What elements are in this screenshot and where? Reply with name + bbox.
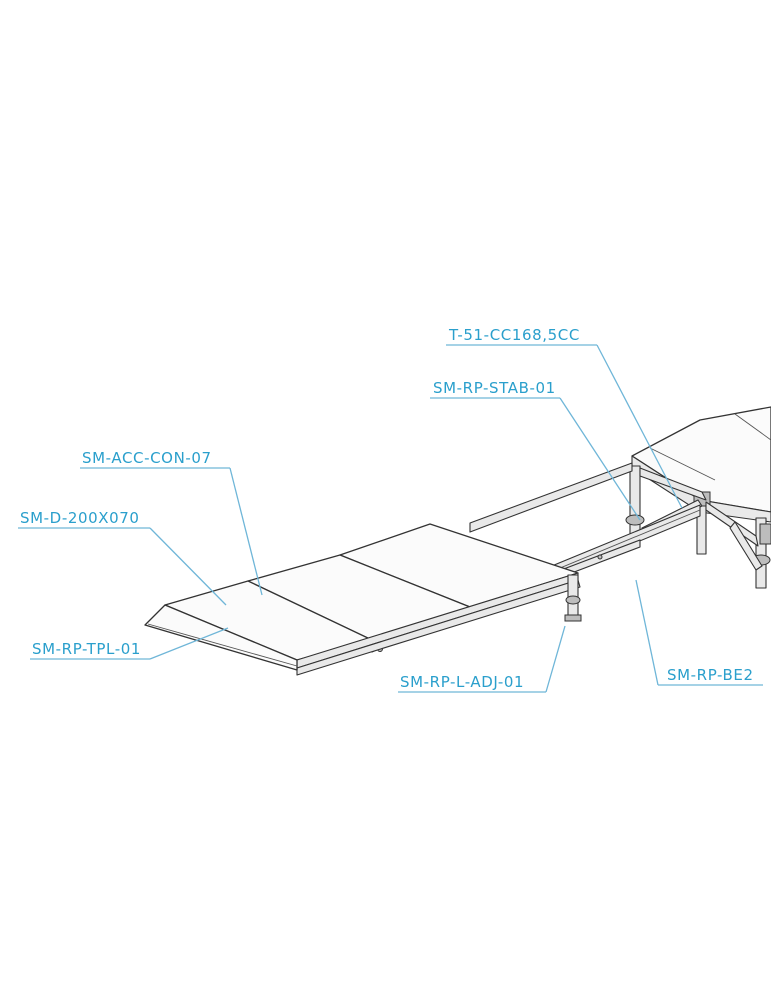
ramp-decks xyxy=(164,523,582,676)
label-sm-rp-tpl-01: SM-RP-TPL-01 xyxy=(32,640,141,658)
label-sm-rp-be2: SM-RP-BE2 xyxy=(667,666,754,684)
leader-lines xyxy=(18,344,763,693)
label-sm-rp-l-adj-01: SM-RP-L-ADJ-01 xyxy=(400,673,524,691)
label-sm-d-200x070: SM-D-200X070 xyxy=(20,509,140,527)
label-sm-rp-stab-01: SM-RP-STAB-01 xyxy=(433,379,556,397)
label-sm-acc-con-07: SM-ACC-CON-07 xyxy=(82,449,212,467)
threshold-plate xyxy=(144,604,298,671)
label-t-51-cc168: T-51-CC168,5CC xyxy=(448,326,580,344)
